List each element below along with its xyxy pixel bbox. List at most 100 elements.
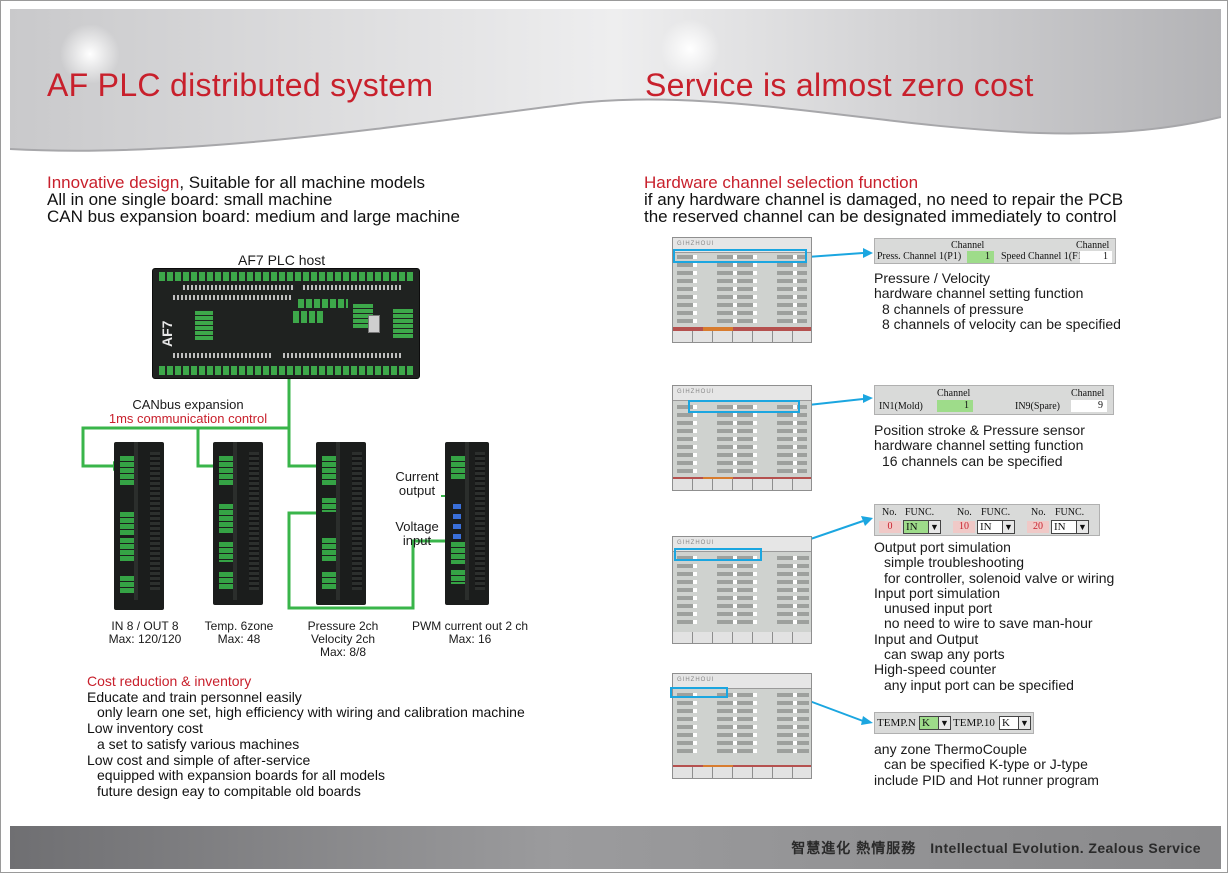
thermo-desc: any zone ThermoCouple can be specified K… <box>874 741 1099 788</box>
callout-arrow <box>863 394 873 403</box>
left-intro: Innovative design, Suitable for all mach… <box>47 174 460 225</box>
left-title: AF PLC distributed system <box>47 67 434 103</box>
channel-value: 1 <box>937 400 973 412</box>
desc-line: can swap any ports <box>884 646 1005 663</box>
pressure-velocity-module <box>316 442 366 605</box>
dropdown-icon: ▼ <box>938 717 950 729</box>
highlight-box <box>688 400 800 413</box>
channel-label: IN9(Spare) <box>1015 401 1060 412</box>
desc-line: Output port simulation <box>874 539 1011 555</box>
func-header: FUNC. <box>1055 507 1085 518</box>
label-line: Voltage <box>395 519 439 534</box>
dropdown-icon: ▼ <box>1076 521 1088 533</box>
port-no: 0 <box>879 521 901 533</box>
port-func-select[interactable]: IN ▼ <box>903 520 941 534</box>
intro-line: the reserved channel can be designated i… <box>644 207 1117 226</box>
dropdown-icon: ▼ <box>1002 521 1014 533</box>
desc-line: any zone ThermoCouple <box>874 741 1028 757</box>
temp-expansion-module <box>213 442 263 605</box>
host-label: AF7 PLC host <box>238 252 326 268</box>
terminal-row <box>159 366 414 375</box>
port-sim-zoom: No. FUNC. No. FUNC. No. FUNC. 0 IN▼ 10 I… <box>874 504 1100 536</box>
channel-value: 1 <box>1080 251 1112 263</box>
pin-row <box>173 353 273 358</box>
right-title: Service is almost zero cost <box>645 67 1034 103</box>
cost-line: future design eay to compitable old boar… <box>97 782 361 799</box>
module-caption: PWM current out 2 ch Max: 16 <box>405 620 535 646</box>
caption-line: Temp. 6zone <box>204 619 274 633</box>
channel-header: Channel <box>1071 388 1105 399</box>
intro-line: CAN bus expansion board: medium and larg… <box>47 207 460 226</box>
pressure-channel-screen: GIHZHOUI <box>672 237 812 343</box>
select-value: IN <box>980 521 992 533</box>
desc-line: hardware channel setting function <box>874 437 1084 454</box>
func-header: FUNC. <box>905 507 935 518</box>
module-caption: IN 8 / OUT 8 Max: 120/120 <box>97 620 193 646</box>
callout-line <box>806 252 864 258</box>
cost-section: Cost reduction & inventory Educate and t… <box>87 673 525 800</box>
canbus-label: CANbus expansion 1ms communication contr… <box>98 398 278 426</box>
caption-line: Max: 16 <box>448 632 492 646</box>
module-caption: Temp. 6zone Max: 48 <box>196 620 282 646</box>
cost-line: a set to satisfy various machines <box>97 735 300 752</box>
channel-header: Channel <box>951 240 985 251</box>
highlight-box <box>673 249 807 263</box>
pin-row <box>173 295 293 300</box>
port-func-select[interactable]: IN ▼ <box>977 520 1015 534</box>
caption-line: Max: 8/8 <box>319 645 367 659</box>
port-desc: Output port simulation simple troublesho… <box>874 539 1114 693</box>
port-func-select[interactable]: IN ▼ <box>1051 520 1089 534</box>
select-value: K <box>922 717 930 729</box>
pin-row <box>303 285 403 290</box>
port-no: 10 <box>953 521 975 533</box>
position-channel-zoom: Channel Channel IN1(Mold) 1 IN9(Spare) 9 <box>874 385 1114 415</box>
position-channel-screen: GIHZHOUI <box>672 385 812 491</box>
cost-line: only learn one set, high efficiency with… <box>97 704 525 721</box>
cost-line: Low inventory cost <box>87 720 203 737</box>
label-line: input <box>402 533 432 548</box>
intro-highlight: Innovative design <box>47 173 180 192</box>
header-band <box>10 9 1221 155</box>
highlight-box <box>674 548 762 561</box>
caption-line: Max: 120/120 <box>108 632 182 646</box>
desc-line: unused input port <box>884 600 993 617</box>
select-value: IN <box>906 521 918 533</box>
desc-line: can be specified K-type or J-type <box>884 756 1088 773</box>
plc-host-board: AF7 <box>152 268 420 379</box>
terminal-block <box>293 311 323 323</box>
thermo-type-select[interactable]: K▼ <box>919 716 951 730</box>
no-header: No. <box>1031 507 1046 518</box>
terminal-row <box>298 299 348 308</box>
intro-line: if any hardware channel is damaged, no n… <box>644 190 1124 209</box>
channel-label: Press. Channel 1(P1) <box>877 251 962 262</box>
temp-label: TEMP.N <box>877 717 916 729</box>
no-header: No. <box>882 507 897 518</box>
caption-line: Velocity 2ch <box>310 632 376 646</box>
right-intro: Hardware channel selection function if a… <box>644 174 1123 225</box>
no-header: No. <box>957 507 972 518</box>
feature-heading: Hardware channel selection function <box>644 173 919 192</box>
desc-line: no need to wire to save man-hour <box>884 615 1093 632</box>
desc-line: hardware channel setting function <box>874 285 1084 302</box>
thermo-type-select[interactable]: K▼ <box>999 716 1031 730</box>
desc-line: 16 channels can be specified <box>882 452 1063 469</box>
pressure-desc: Pressure / Velocity hardware channel set… <box>874 270 1121 332</box>
desc-line: simple troubleshooting <box>884 554 1025 571</box>
desc-line: 8 channels of velocity can be specified <box>882 315 1121 332</box>
dropdown-icon: ▼ <box>928 521 940 533</box>
desc-line: 8 channels of pressure <box>882 300 1024 317</box>
current-output-label: Current output <box>391 470 443 498</box>
voltage-input-label: Voltage input <box>390 520 444 548</box>
cost-line: Educate and train personnel easily <box>87 688 302 705</box>
pin-row <box>183 285 293 290</box>
cost-heading: Cost reduction & inventory <box>87 673 252 689</box>
module-caption: Pressure 2ch Velocity 2ch Max: 8/8 <box>297 620 389 659</box>
thermo-zoom: TEMP.N K▼ TEMP.10 K▼ <box>874 712 1034 734</box>
footer-zh: 智慧進化 熱情服務 <box>791 840 917 856</box>
caption-line: Pressure 2ch <box>307 619 379 633</box>
select-value: K <box>1002 717 1010 729</box>
caption-line: PWM current out 2 ch <box>411 619 529 633</box>
port-no: 20 <box>1027 521 1049 533</box>
select-value: IN <box>1054 521 1066 533</box>
